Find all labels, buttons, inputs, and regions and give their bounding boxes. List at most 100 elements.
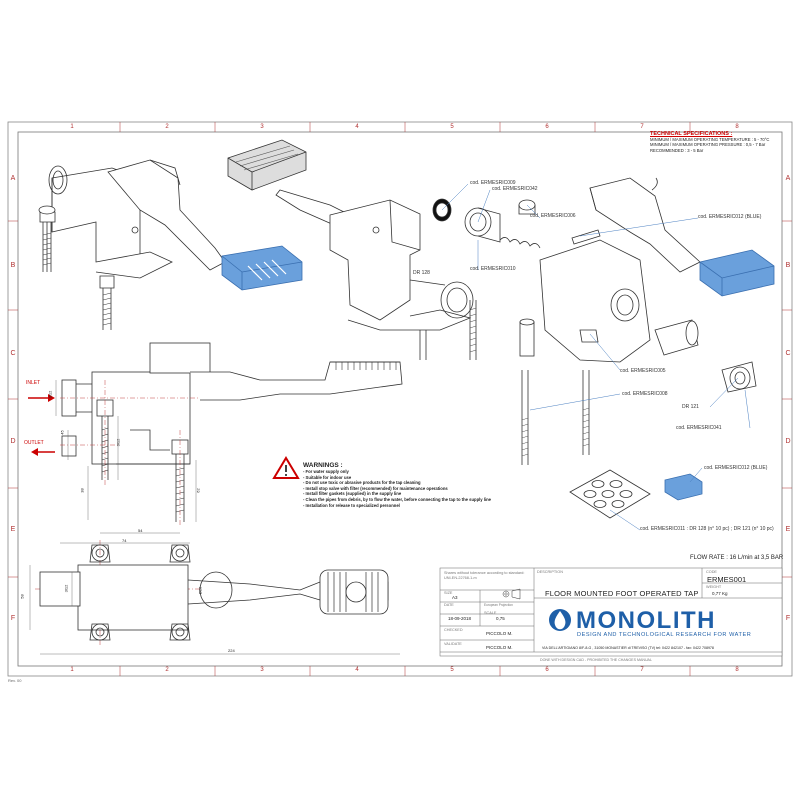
grid-row-label: E (10, 526, 16, 533)
drawing-code: ERMES001 (707, 575, 747, 584)
grid-col-label: 8 (735, 124, 739, 130)
logo-wordmark: MONOLITH (576, 607, 716, 634)
part-callout: cod. ERMESRIC011 : DR 128 (n° 10 pc) ; D… (640, 526, 774, 532)
drawing-title: FLOOR MOUNTED FOOT OPERATED TAP (545, 589, 699, 598)
cad-note: DONE WITH DESIGN CAD - PROHIBITED THE CH… (540, 658, 652, 662)
flow-arrows (28, 394, 55, 456)
grid-row-label: E (785, 526, 791, 533)
logo-tagline: DESIGN AND TECHNOLOGICAL RESEARCH FOR WA… (577, 632, 752, 638)
grid-col-label: 5 (450, 124, 454, 130)
gasket-sheet (569, 469, 651, 519)
flow-rate: FLOW RATE : 16 L/min at 3,5 BAR (690, 555, 784, 561)
grid-col-label: 2 (165, 124, 169, 130)
warning-line: - Install filter gaskets (supplied) in t… (303, 491, 402, 497)
dimension-label: 3/12 (63, 584, 69, 593)
grid-col-label: 1 (70, 124, 74, 130)
grid-row-label: A (10, 175, 16, 182)
grid-row-label: C (785, 350, 791, 357)
validate-value: PICCOLO M. (486, 645, 513, 650)
specs-line: MINIMUM / MAXIMUM OPERATING TEMPERATURE … (650, 137, 770, 142)
logo-mark (549, 609, 571, 631)
warning-line: - Do not use toxic or abrasive products … (303, 480, 421, 486)
grid-row-label: F (785, 615, 791, 622)
tolerance-note: Shares without tolerance according to st… (444, 571, 525, 580)
size-label: SIZE (444, 591, 453, 595)
dimension-label: 3/12 (115, 438, 121, 447)
iso-view-exploded-body (539, 177, 757, 393)
dimension-label: Ø26 (197, 586, 203, 595)
grid-col-label: 3 (260, 124, 264, 130)
validate-label: VALIDATE (444, 642, 462, 646)
part-callout: DR 121 (682, 404, 699, 410)
part-callout: cod. ERMESRIC010 (470, 266, 516, 272)
warning-line: - Install stop valve with filter (recomm… (303, 485, 448, 491)
grid-row-label: D (10, 438, 16, 445)
grid-col-label: 1 (70, 667, 74, 673)
dimension-label: 54 (138, 528, 143, 533)
size-value: A3 (452, 595, 458, 600)
dimension-label: 224 (228, 648, 235, 653)
part-callout: DR 128 (413, 270, 430, 276)
grid-col-label: 6 (545, 124, 549, 130)
inlet-label: INLET (26, 380, 41, 386)
grid-col-label: 7 (640, 667, 644, 673)
part-callout: cod. ERMESRIC012 (BLUE) (698, 214, 762, 220)
part-callout: cod. ERMESRIC008 (622, 391, 668, 397)
weight-value: 0,77 Kg (712, 591, 728, 596)
dimension-label: 3/12 (47, 390, 53, 399)
warning-line: - Suitable for indoor use (303, 474, 352, 480)
description-label: DESCRIPTION (537, 570, 563, 574)
outlet-label: OUTLET (24, 440, 44, 446)
dimension-label: 58 (19, 594, 25, 599)
specs-line: RECOMMENDED : 3 - 5 Bar (650, 147, 704, 153)
part-callout: cod. ERMESRIC041 (676, 425, 722, 431)
blue-pedal-2 (699, 249, 775, 297)
checked-value: PICCOLO M. (486, 631, 513, 636)
warning-line: - Clean the pipes from debris, by to flo… (303, 496, 491, 502)
projection-label: European Projection (484, 603, 513, 607)
grid-col-label: 6 (545, 667, 549, 673)
grid-col-label: 5 (450, 667, 454, 673)
part-callout: cod. ERMESRIC042 (492, 186, 538, 192)
weight-label: WEIGHT (706, 585, 722, 589)
revision-label: Rev. 00 (8, 678, 22, 683)
dimension-label: 38 (79, 488, 85, 493)
company-address: VIA DELL'ARTIGIANO 8/F-8-G , 31050 MONAS… (542, 646, 714, 650)
title-block-frame (439, 567, 783, 657)
iso-view-assembled (38, 159, 226, 330)
specs-line: MINIMUM / MAXIMUM OPERATING PRESSURE : 0… (650, 142, 766, 148)
side-view (61, 342, 403, 522)
blue-pedal-1 (221, 245, 303, 291)
top-view (39, 544, 389, 641)
part-callout: cod. ERMESRIC012 (BLUE) (704, 465, 768, 471)
grid-row-label: A (785, 175, 791, 182)
grid-row-label: B (10, 262, 16, 269)
checked-label: CHECKED (444, 628, 463, 632)
grid-row-label: D (785, 438, 791, 445)
grid-col-label: 7 (640, 124, 644, 130)
specs-title: TECHNICAL SPECIFICATIONS : (650, 131, 733, 137)
dimension-label: 45 (59, 430, 65, 435)
warning-line: - For water supply only (303, 469, 349, 474)
part-callout: cod. ERMESRIC005 (620, 368, 666, 374)
grid-row-label: C (10, 350, 16, 357)
dimension-label: 74 (122, 538, 127, 543)
dimension-label: 62 (195, 488, 201, 493)
grid-col-label: 4 (355, 124, 359, 130)
grid-col-label: 3 (260, 667, 264, 673)
scale-label: SCALE (484, 611, 497, 615)
warning-icon (272, 456, 300, 479)
part-callout: cod. ERMESRIC009 (470, 180, 516, 186)
date-label: DATE (444, 603, 454, 607)
grid-row-label: F (10, 615, 16, 622)
warnings-title: WARNINGS : (303, 462, 343, 469)
projection-symbol (502, 588, 521, 600)
technical-specifications: TECHNICAL SPECIFICATIONS : MINIMUM / MAX… (650, 131, 790, 153)
grid-col-label: 8 (735, 667, 739, 673)
code-label: CODE (706, 570, 717, 574)
grid-col-label: 2 (165, 667, 169, 673)
grid-col-label: 4 (355, 667, 359, 673)
warnings-box: WARNINGS : - For water supply only - Sui… (303, 462, 491, 508)
